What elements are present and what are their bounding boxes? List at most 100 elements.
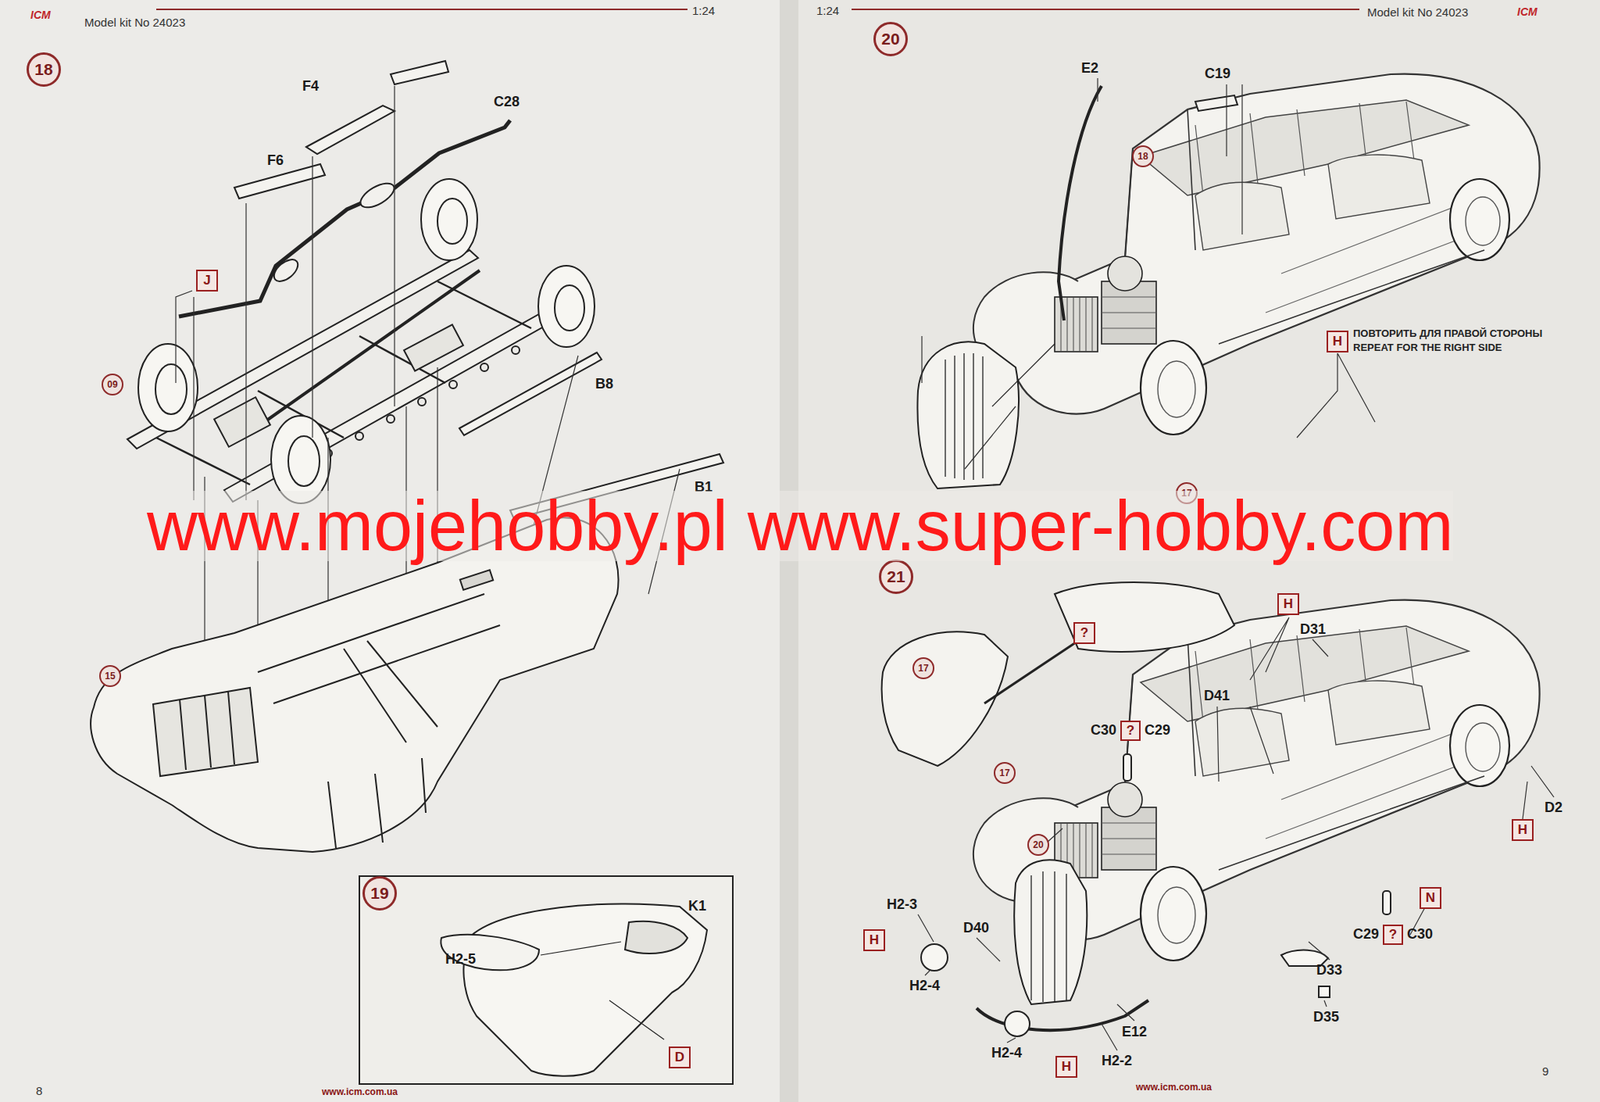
chassis-illustration: [480, 363, 489, 372]
node-text: ?: [1080, 625, 1089, 641]
node-text: 21: [886, 567, 905, 586]
chassis-illustration: [270, 255, 302, 286]
chassis-illustration: [386, 414, 395, 423]
chassis-illustration: [421, 178, 478, 261]
part-number: E12: [1121, 1024, 1147, 1040]
chassis-illustration: [127, 60, 724, 519]
part-number: D33: [1316, 962, 1343, 979]
reference-step-number: 15: [99, 664, 122, 687]
hood-inset: [609, 1000, 665, 1040]
windshield-parts: [882, 632, 1008, 766]
node-text: H: [1332, 333, 1343, 350]
hood-inset: [440, 934, 540, 970]
step-number: 18: [26, 52, 61, 87]
part-number: C30: [1090, 722, 1117, 739]
grille-parts: [1382, 890, 1391, 915]
leader-lines: [175, 290, 193, 383]
part-number: F4: [302, 78, 319, 95]
grille-parts: [1014, 859, 1087, 1004]
node-text: H: [1283, 596, 1293, 612]
node-text: D: [675, 1049, 685, 1065]
part-number: D41: [1203, 688, 1230, 704]
chassis-illustration: [306, 105, 395, 154]
part-number: D31: [1300, 621, 1326, 638]
part-number: H2-4: [991, 1045, 1022, 1061]
body-shell-illustration: [179, 691, 235, 770]
node-text: 17: [999, 767, 1010, 779]
part-number: F6: [267, 153, 284, 169]
instruction-note: ПОВТОРИТЬ ДЛЯ ПРАВОЙ СТОРОНЫ: [1353, 328, 1543, 340]
node-text: H: [869, 932, 879, 948]
color-code-box: ?: [1120, 720, 1141, 741]
chassis-illustration: [288, 435, 320, 486]
grille-parts: [921, 943, 948, 971]
leader-lines: [917, 898, 1430, 1050]
chassis-illustration: [255, 270, 480, 429]
reference-step-number: 20: [1027, 833, 1050, 856]
chassis-illustration: [417, 397, 426, 406]
color-code-box: H: [1055, 1055, 1078, 1078]
node-text: N: [1425, 889, 1436, 906]
windshield-parts: [1195, 95, 1238, 111]
body-shell-illustration: [153, 687, 258, 776]
leader-lines: [1046, 828, 1063, 843]
step-number: 20: [873, 21, 908, 57]
grille-parts: [1318, 985, 1330, 997]
body-shell-illustration: [257, 593, 500, 743]
chassis-illustration: [554, 285, 585, 331]
node-text: 20: [881, 29, 900, 49]
watermark: www.mojehobby.pl www.super-hobby.com: [146, 490, 1454, 561]
hood-inset: [463, 903, 708, 1075]
node-text: 15: [104, 670, 115, 682]
node-text: ?: [1126, 722, 1135, 739]
website: www.icm.com.ua: [1135, 1082, 1212, 1093]
chassis-illustration: [234, 164, 325, 199]
page-number: 8: [35, 1084, 43, 1098]
body-shell-illustration: [460, 569, 493, 590]
part-number: C29: [1144, 722, 1171, 739]
part-number: C28: [493, 94, 520, 111]
grille-parts: [1031, 871, 1067, 1002]
page-header: Model kit No 24023: [84, 16, 186, 30]
leader-lines: [921, 78, 1243, 469]
node-text: 19: [370, 883, 389, 903]
grille-parts: [917, 342, 1019, 490]
windshield-parts: [1058, 85, 1102, 321]
body-shell-illustration: [328, 757, 426, 848]
chassis-illustration: [538, 265, 595, 347]
leader-lines: [917, 78, 1554, 1050]
chassis-illustration: [403, 324, 464, 371]
body-shell-illustration: [90, 517, 618, 852]
part-number: D2: [1544, 800, 1563, 816]
grille-parts: [1004, 1010, 1030, 1036]
part-number: B8: [595, 376, 614, 393]
header-rule: [851, 8, 1360, 11]
windshield-parts: [984, 640, 1079, 704]
brand-logo: ICM: [30, 9, 51, 22]
chassis-illustration: [437, 198, 468, 244]
color-code-box: ?: [1073, 621, 1096, 644]
page-header: 1:24: [692, 4, 715, 18]
hood-inset: [625, 921, 688, 954]
chassis-illustration: [178, 120, 511, 317]
step-number: 19: [362, 875, 397, 911]
color-code-box: H: [1511, 818, 1534, 841]
node-text: 18: [34, 60, 53, 79]
chassis-illustration: [390, 60, 449, 85]
part-number: K1: [688, 898, 707, 915]
brand-logo: ICM: [1517, 6, 1538, 18]
node-text: 18: [1137, 150, 1148, 162]
part-number: C19: [1204, 66, 1231, 83]
node-text: 09: [107, 378, 118, 390]
chassis-illustration: [357, 178, 399, 212]
chassis-illustration: [355, 432, 364, 440]
chassis-illustration: [459, 352, 602, 436]
reference-step-number: 17: [993, 761, 1016, 784]
node-text: 20: [1032, 839, 1043, 850]
hood-inset: [359, 875, 733, 1084]
color-code-box: D: [668, 1046, 691, 1068]
reference-step-number: 18: [1132, 145, 1154, 168]
chassis-illustration: [138, 343, 198, 432]
grille-parts: [945, 353, 983, 480]
reference-step-number: 09: [101, 373, 124, 396]
